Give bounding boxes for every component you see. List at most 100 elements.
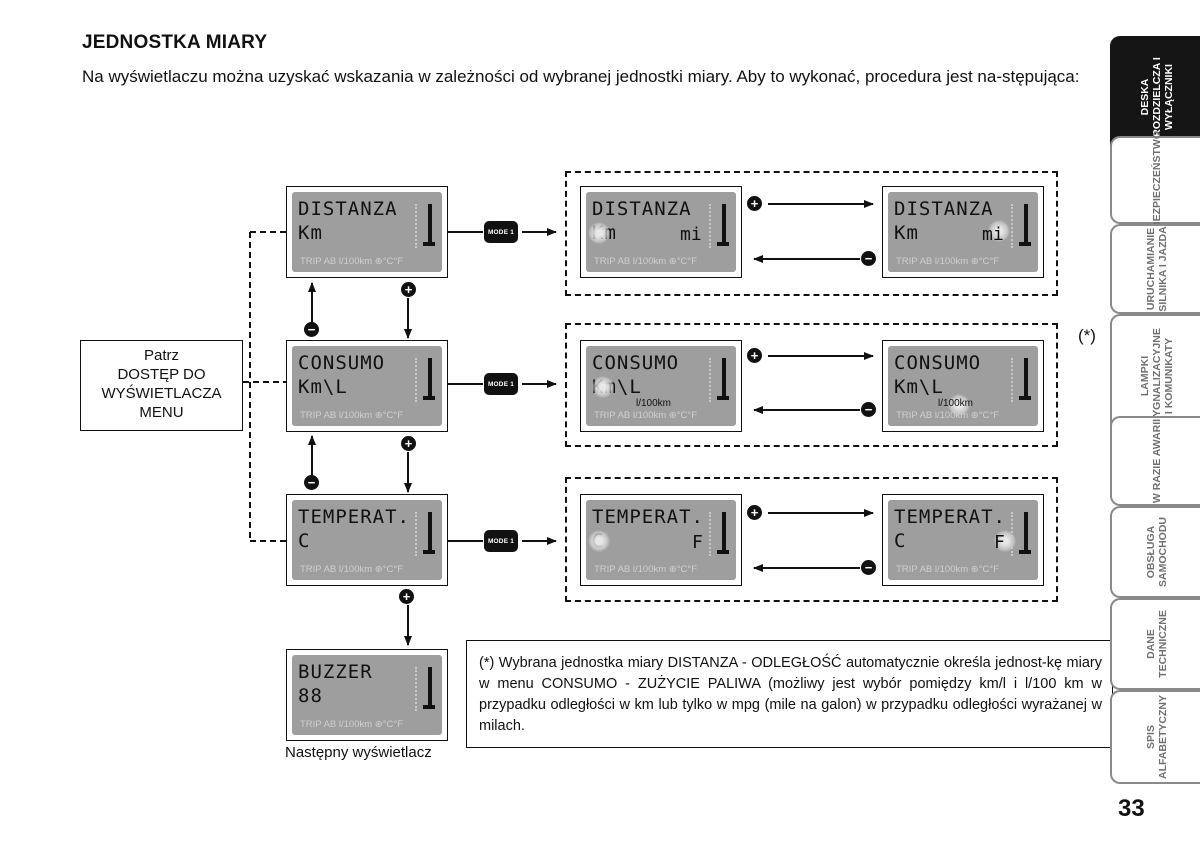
- temperat-options-group: [565, 477, 1058, 602]
- lcd-consumo-kml: CONSUMO Km\L l/100km TRIP AB l/100km ⊕°C…: [580, 340, 742, 432]
- tab-uruchamianie[interactable]: URUCHAMIANIE SILNIKA I JAZDA: [1110, 224, 1200, 314]
- bar-graph-icon: [428, 667, 432, 709]
- bar-graph-icon: [428, 512, 432, 554]
- tab-label: OBSŁUGA SAMOCHODU: [1145, 517, 1169, 587]
- tab-bezpieczenstwo[interactable]: BEZPIECZEŃSTWO: [1110, 131, 1200, 229]
- footnote-box: (*) Wybrana jednostka miary DISTANZA - O…: [466, 640, 1113, 748]
- lcd-unit: mi: [680, 224, 702, 245]
- lcd-line1: TEMPERAT.: [592, 506, 704, 528]
- tab-label: URUCHAMIANIE SILNIKA I JAZDA: [1145, 226, 1169, 312]
- tab-label: DESKA ROZDZIELCZA I WYŁĄCZNIKI: [1139, 57, 1175, 137]
- blink-highlight: [588, 530, 610, 552]
- lcd-temperat-c: TEMPERAT. C F TRIP AB l/100km ⊕°C°F: [580, 494, 742, 586]
- mode-button: MODE 1: [484, 530, 518, 552]
- lcd-line1: BUZZER: [298, 661, 373, 683]
- blink-highlight: [948, 394, 970, 416]
- lcd-line2: Km: [894, 222, 919, 244]
- page-number: 33: [1118, 795, 1145, 822]
- lcd-trip-line: TRIP AB l/100km ⊕°C°F: [896, 410, 1000, 421]
- lcd-unit: l/100km: [938, 398, 974, 409]
- lcd-trip-line: TRIP AB l/100km ⊕°C°F: [896, 564, 1000, 575]
- plus-icon: +: [399, 589, 414, 604]
- bar-graph-icon: [722, 204, 726, 246]
- lcd-consumo-l100: CONSUMO Km\L l/100km TRIP AB l/100km ⊕°C…: [882, 340, 1044, 432]
- bar-graph-icon: [722, 512, 726, 554]
- lcd-temperat-f: TEMPERAT. C F TRIP AB l/100km ⊕°C°F: [882, 494, 1044, 586]
- mode-button: MODE 1: [484, 373, 518, 395]
- lcd-distanza: DISTANZA Km TRIP AB l/100km ⊕°C°F: [286, 186, 448, 278]
- tab-label: W RAZIE AWARII: [1150, 418, 1163, 504]
- section-heading: JEDNOSTKA MIARY: [82, 32, 268, 53]
- plus-icon: +: [747, 505, 762, 520]
- lcd-line2: 88: [298, 685, 323, 707]
- menu-box-line: MENU: [139, 404, 184, 421]
- lcd-temperat: TEMPERAT. C TRIP AB l/100km ⊕°C°F: [286, 494, 448, 586]
- mode-button: MODE 1: [484, 221, 518, 243]
- lcd-line1: CONSUMO: [894, 352, 982, 374]
- intro-paragraph: Na wyświetlaczu można uzyskać wskazania …: [82, 67, 1080, 86]
- next-display-caption: Następny wyświetlacz: [285, 744, 432, 761]
- bar-graph-icon: [1024, 512, 1028, 554]
- lcd-trip-line: TRIP AB l/100km ⊕°C°F: [594, 410, 698, 421]
- menu-reference-box: Patrz DOSTĘP DO WYŚWIETLACZA MENU: [80, 340, 243, 431]
- minus-icon: −: [861, 402, 876, 417]
- bar-graph-icon: [1024, 204, 1028, 246]
- lcd-line2: C: [298, 530, 311, 552]
- menu-box-line: DOSTĘP DO: [117, 366, 206, 383]
- lcd-line1: TEMPERAT.: [894, 506, 1006, 528]
- lcd-line1: CONSUMO: [298, 352, 386, 374]
- bar-graph-icon: [722, 358, 726, 400]
- lcd-line2: C: [894, 530, 907, 552]
- lcd-consumo: CONSUMO Km\L TRIP AB l/100km ⊕°C°F: [286, 340, 448, 432]
- tab-label: SPIS ALFABETYCZNY: [1145, 695, 1169, 779]
- lcd-unit: l/100km: [636, 398, 672, 409]
- lcd-trip-line: TRIP AB l/100km ⊕°C°F: [300, 410, 404, 421]
- bar-graph-icon: [428, 358, 432, 400]
- footnote-marker: (*): [1078, 326, 1096, 345]
- lcd-line1: DISTANZA: [592, 198, 692, 220]
- tab-dane-techniczne[interactable]: DANE TECHNICZNE: [1110, 598, 1200, 690]
- lcd-line1: CONSUMO: [592, 352, 680, 374]
- lcd-line1: TEMPERAT.: [298, 506, 410, 528]
- lcd-distanza-km: DISTANZA Km mi TRIP AB l/100km ⊕°C°F: [580, 186, 742, 278]
- plus-icon: +: [401, 282, 416, 297]
- blink-highlight: [592, 376, 614, 398]
- blink-highlight: [988, 220, 1010, 242]
- lcd-trip-line: TRIP AB l/100km ⊕°C°F: [300, 564, 404, 575]
- plus-icon: +: [747, 196, 762, 211]
- plus-icon: +: [747, 348, 762, 363]
- lcd-unit: F: [692, 532, 703, 553]
- lcd-line2: Km\L: [298, 376, 348, 398]
- bar-graph-icon: [428, 204, 432, 246]
- lcd-distanza-mi: DISTANZA Km mi TRIP AB l/100km ⊕°C°F: [882, 186, 1044, 278]
- minus-icon: −: [861, 251, 876, 266]
- tab-label: BEZPIECZEŃSTWO: [1151, 130, 1164, 230]
- tab-obsluga[interactable]: OBSŁUGA SAMOCHODU: [1110, 506, 1200, 598]
- minus-icon: −: [304, 475, 319, 490]
- lcd-line1: DISTANZA: [894, 198, 994, 220]
- blink-highlight: [994, 530, 1016, 552]
- lcd-trip-line: TRIP AB l/100km ⊕°C°F: [896, 256, 1000, 267]
- lcd-trip-line: TRIP AB l/100km ⊕°C°F: [594, 564, 698, 575]
- tab-label: DANE TECHNICZNE: [1145, 610, 1169, 678]
- menu-box-line: WYŚWIETLACZA: [101, 385, 222, 402]
- minus-icon: −: [861, 560, 876, 575]
- lcd-trip-line: TRIP AB l/100km ⊕°C°F: [300, 256, 404, 267]
- lcd-line2: Km: [298, 222, 323, 244]
- menu-box-line: Patrz: [143, 347, 179, 364]
- lcd-trip-line: TRIP AB l/100km ⊕°C°F: [594, 256, 698, 267]
- bar-graph-icon: [1024, 358, 1028, 400]
- minus-icon: −: [304, 322, 319, 337]
- distanza-options-group: [565, 171, 1058, 296]
- lcd-line1: DISTANZA: [298, 198, 398, 220]
- tab-w-razie-awarii[interactable]: W RAZIE AWARII: [1110, 416, 1200, 506]
- plus-icon: +: [401, 436, 416, 451]
- blink-highlight: [588, 222, 610, 244]
- lcd-buzzer: BUZZER 88 TRIP AB l/100km ⊕°C°F: [286, 649, 448, 741]
- tab-spis-alfabetyczny[interactable]: SPIS ALFABETYCZNY: [1110, 690, 1200, 784]
- lcd-trip-line: TRIP AB l/100km ⊕°C°F: [300, 719, 404, 730]
- consumo-options-group: [565, 323, 1058, 447]
- lcd-unit: mi: [982, 224, 1004, 245]
- tab-label: LAMPKI SYGNALIZACYJNE I KOMUNIKATY: [1139, 328, 1176, 424]
